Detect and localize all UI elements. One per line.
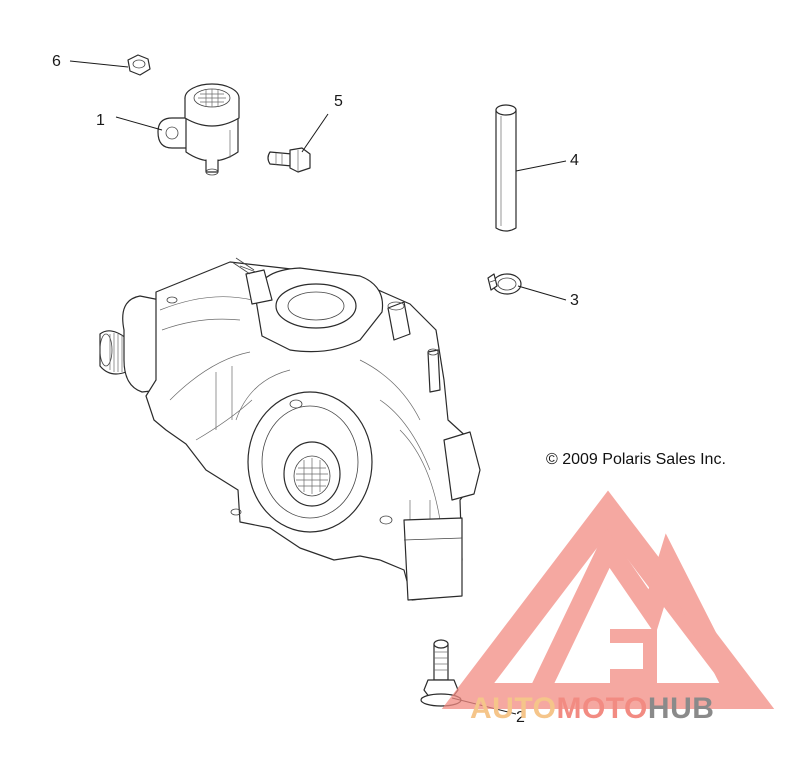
watermark-word-moto: MOTO xyxy=(556,692,647,725)
logo-g-mark xyxy=(610,629,657,683)
callout-5: 5 xyxy=(334,93,343,110)
logo-m-mark xyxy=(530,528,743,695)
callout-3: 3 xyxy=(570,292,579,309)
logo-triangle xyxy=(441,490,775,709)
watermark-logo xyxy=(441,490,775,709)
watermark-word-hub: HUB xyxy=(648,692,715,725)
leader-5 xyxy=(301,113,329,153)
watermark-wordmark: AUTOMOTOHUB xyxy=(470,692,714,725)
callout-2: 2 xyxy=(516,709,525,726)
copyright-text: © 2009 Polaris Sales Inc. xyxy=(546,451,726,468)
leader-4 xyxy=(515,160,567,172)
leader-1 xyxy=(115,116,163,131)
leader-6 xyxy=(69,60,129,68)
callout-1: 1 xyxy=(96,112,105,129)
part-reservoir xyxy=(157,83,240,176)
leader-3 xyxy=(517,285,567,301)
part-bolt-small xyxy=(267,147,311,173)
part-nut xyxy=(127,54,151,76)
callout-6: 6 xyxy=(52,53,61,70)
part-hose xyxy=(495,104,517,232)
part-clamp xyxy=(487,273,522,295)
watermark-word-auto: AUTO xyxy=(470,692,556,725)
callout-4: 4 xyxy=(570,152,579,169)
part-main-housing xyxy=(99,257,481,601)
